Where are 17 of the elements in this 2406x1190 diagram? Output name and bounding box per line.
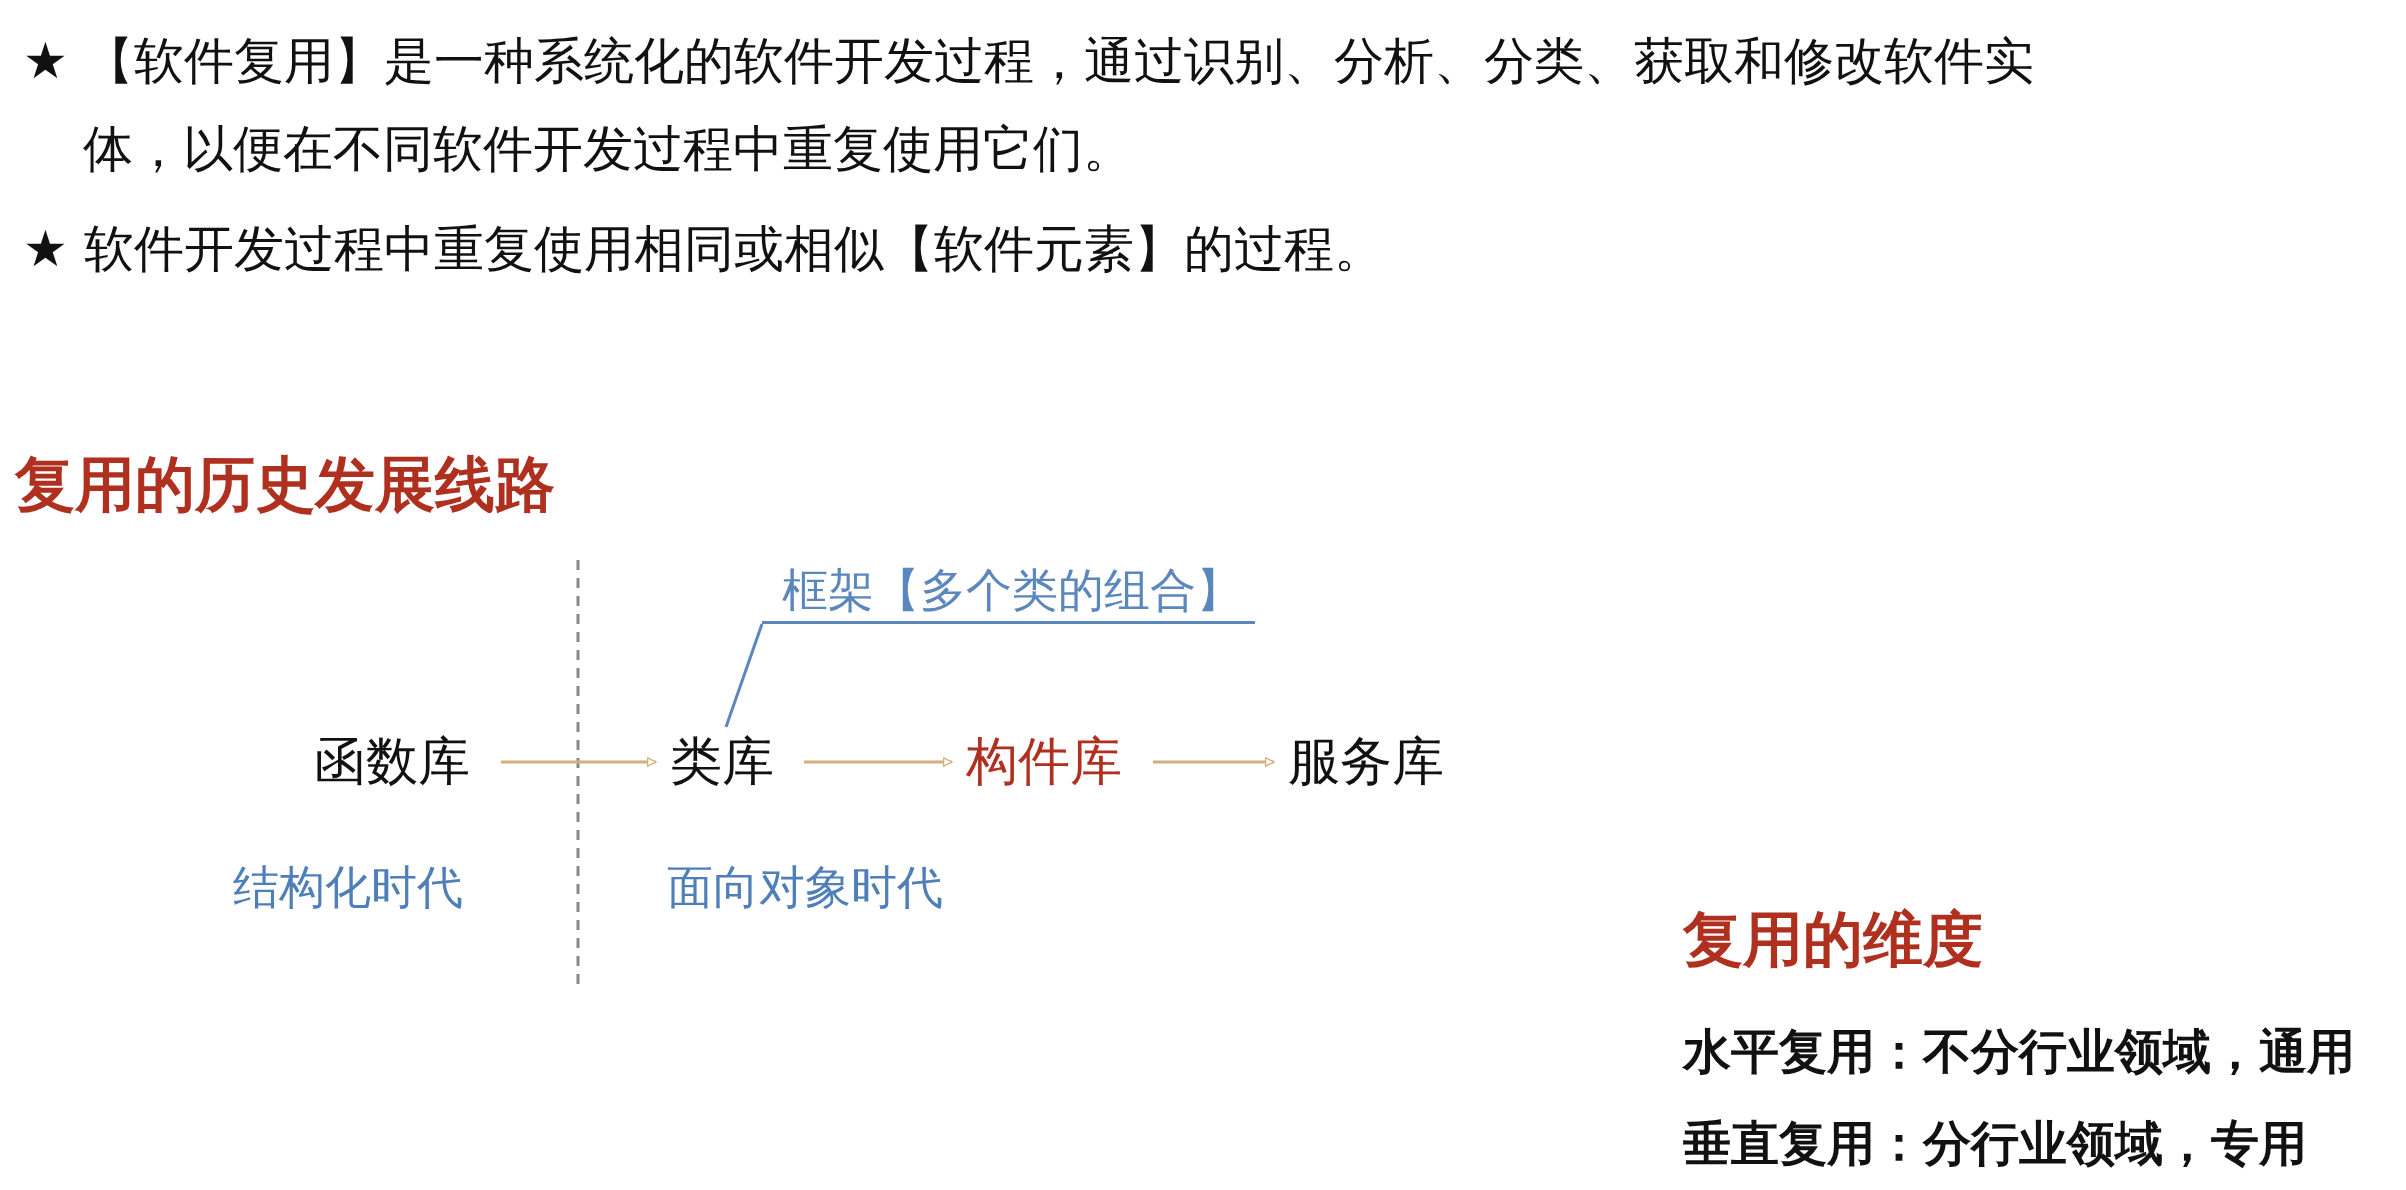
definition-text: ★ 软件开发过程中重复使用相同或相似【软件元素】的过程。: [23, 219, 1385, 280]
library-label: 服务库: [1288, 727, 1453, 797]
era-label: 结构化时代: [233, 859, 463, 916]
section-heading: 复用的历史发展线路: [15, 448, 555, 521]
arrow: [1153, 757, 1275, 767]
arrow: [501, 757, 657, 767]
framework-label: 框架【多个类的组合】: [762, 560, 1255, 624]
definition-text: ★ 【软件复用】是一种系统化的软件开发过程，通过识别、分析、分类、获取和修改软件实体，以便在不同软件开发过程中重复使用它们。: [23, 31, 2035, 180]
note-text: 水平复用：不分行业领域，通用: [1683, 1022, 2355, 1081]
section-heading: 复用的维度: [1683, 903, 1983, 976]
note-text: 垂直复用：分行业领域，专用: [1683, 1114, 2307, 1173]
arrow: [804, 757, 953, 767]
library-label: 函数库: [314, 727, 479, 797]
library-label: 类库: [670, 727, 782, 797]
library-label: 构件库: [966, 727, 1131, 797]
leader-line: [724, 623, 764, 728]
era-label: 面向对象时代: [667, 859, 943, 916]
